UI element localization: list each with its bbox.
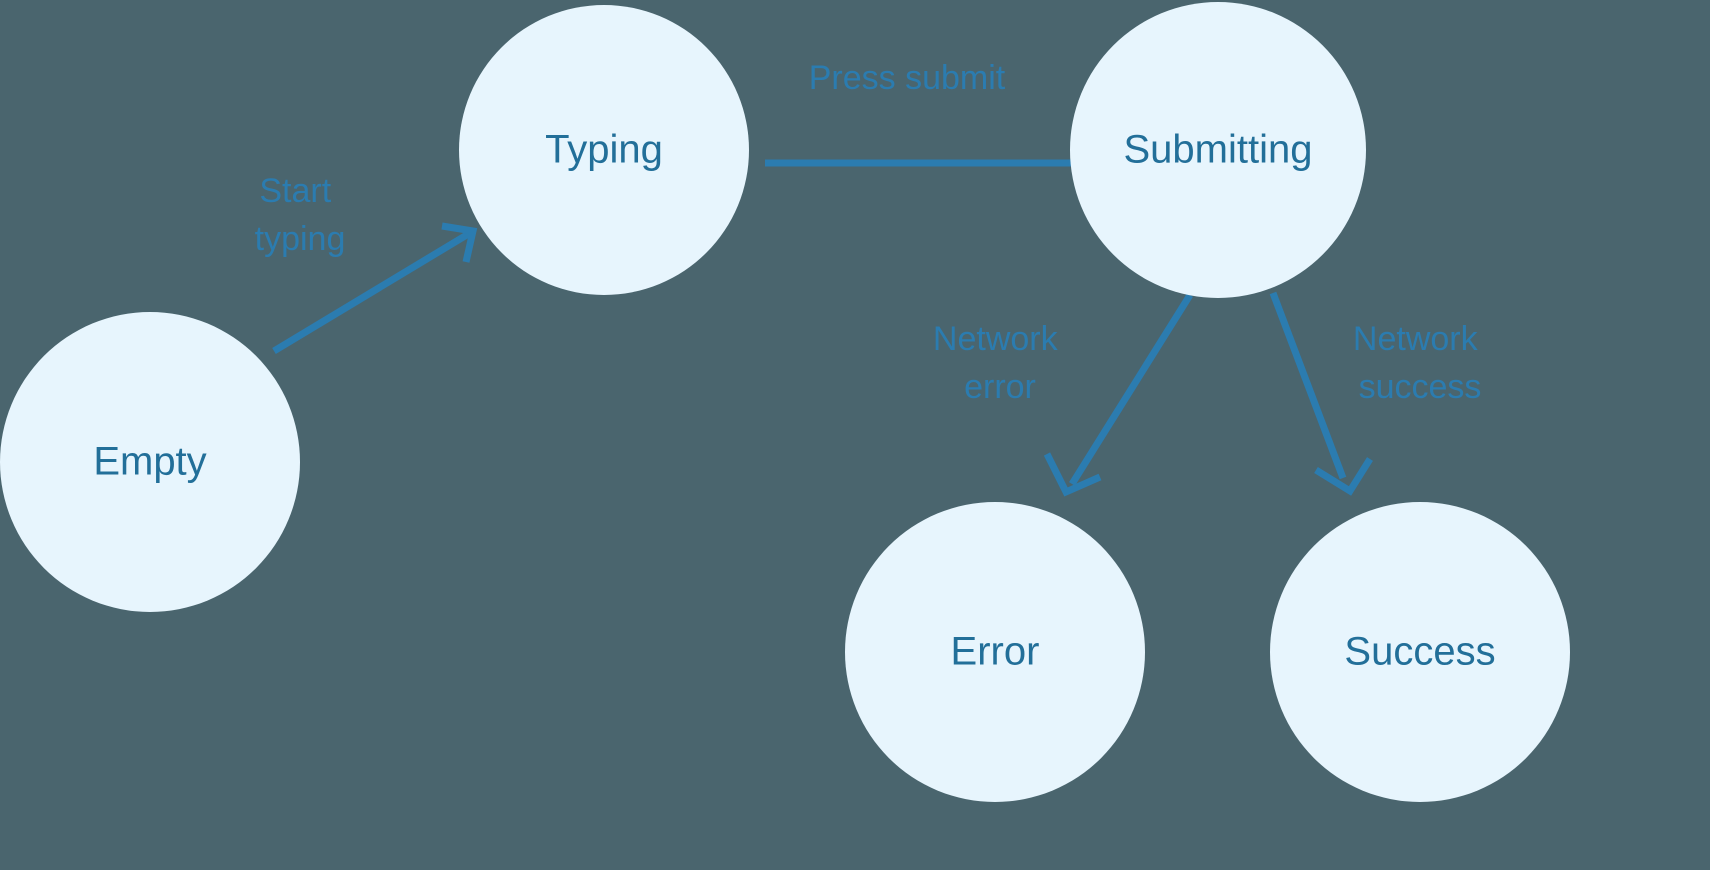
edge-label-line: Press submit — [809, 59, 1006, 97]
edge-submitting-to-success: Network success — [1269, 291, 1487, 496]
arrowhead-icon — [441, 222, 478, 263]
node-shape[interactable] — [1270, 502, 1570, 802]
edge-typing-to-submitting: Press submit — [765, 59, 1148, 190]
edge-label-line: Start — [259, 172, 331, 210]
node-submitting[interactable]: Submitting — [1070, 2, 1366, 298]
edge-empty-to-typing: Start typing — [255, 172, 478, 354]
edge-label-network-success: Network success — [1353, 320, 1487, 406]
arrowhead-icon — [1043, 452, 1102, 497]
node-success[interactable]: Success — [1270, 502, 1570, 802]
node-shape[interactable] — [0, 312, 300, 612]
edge-submitting-to-error: Network error — [933, 293, 1193, 497]
node-label: Submitting — [1124, 128, 1313, 172]
edge-line — [1069, 293, 1193, 486]
node-label: Typing — [545, 128, 663, 172]
edge-label-line: typing — [255, 220, 346, 258]
node-typing[interactable]: Typing — [459, 5, 749, 295]
edge-label-network-error: Network error — [933, 320, 1067, 406]
node-label: Success — [1344, 630, 1495, 674]
node-shape[interactable] — [845, 502, 1145, 802]
edge-label-line: Network — [1353, 320, 1479, 358]
arrowhead-icon — [1314, 457, 1373, 496]
node-label: Empty — [93, 440, 206, 484]
edge-label-line: success — [1359, 368, 1482, 406]
edge-label-line: Network — [933, 320, 1059, 358]
edge-line — [272, 230, 472, 354]
node-error[interactable]: Error — [845, 502, 1145, 802]
node-empty[interactable]: Empty — [0, 312, 300, 612]
node-shape[interactable] — [459, 5, 749, 295]
node-shape[interactable] — [1070, 2, 1366, 298]
edge-label-press-submit: Press submit — [809, 59, 1006, 97]
node-label: Error — [951, 630, 1040, 674]
edge-line — [1269, 291, 1347, 480]
edge-label-start-typing: Start typing — [255, 172, 346, 258]
edge-label-line: error — [964, 368, 1036, 406]
